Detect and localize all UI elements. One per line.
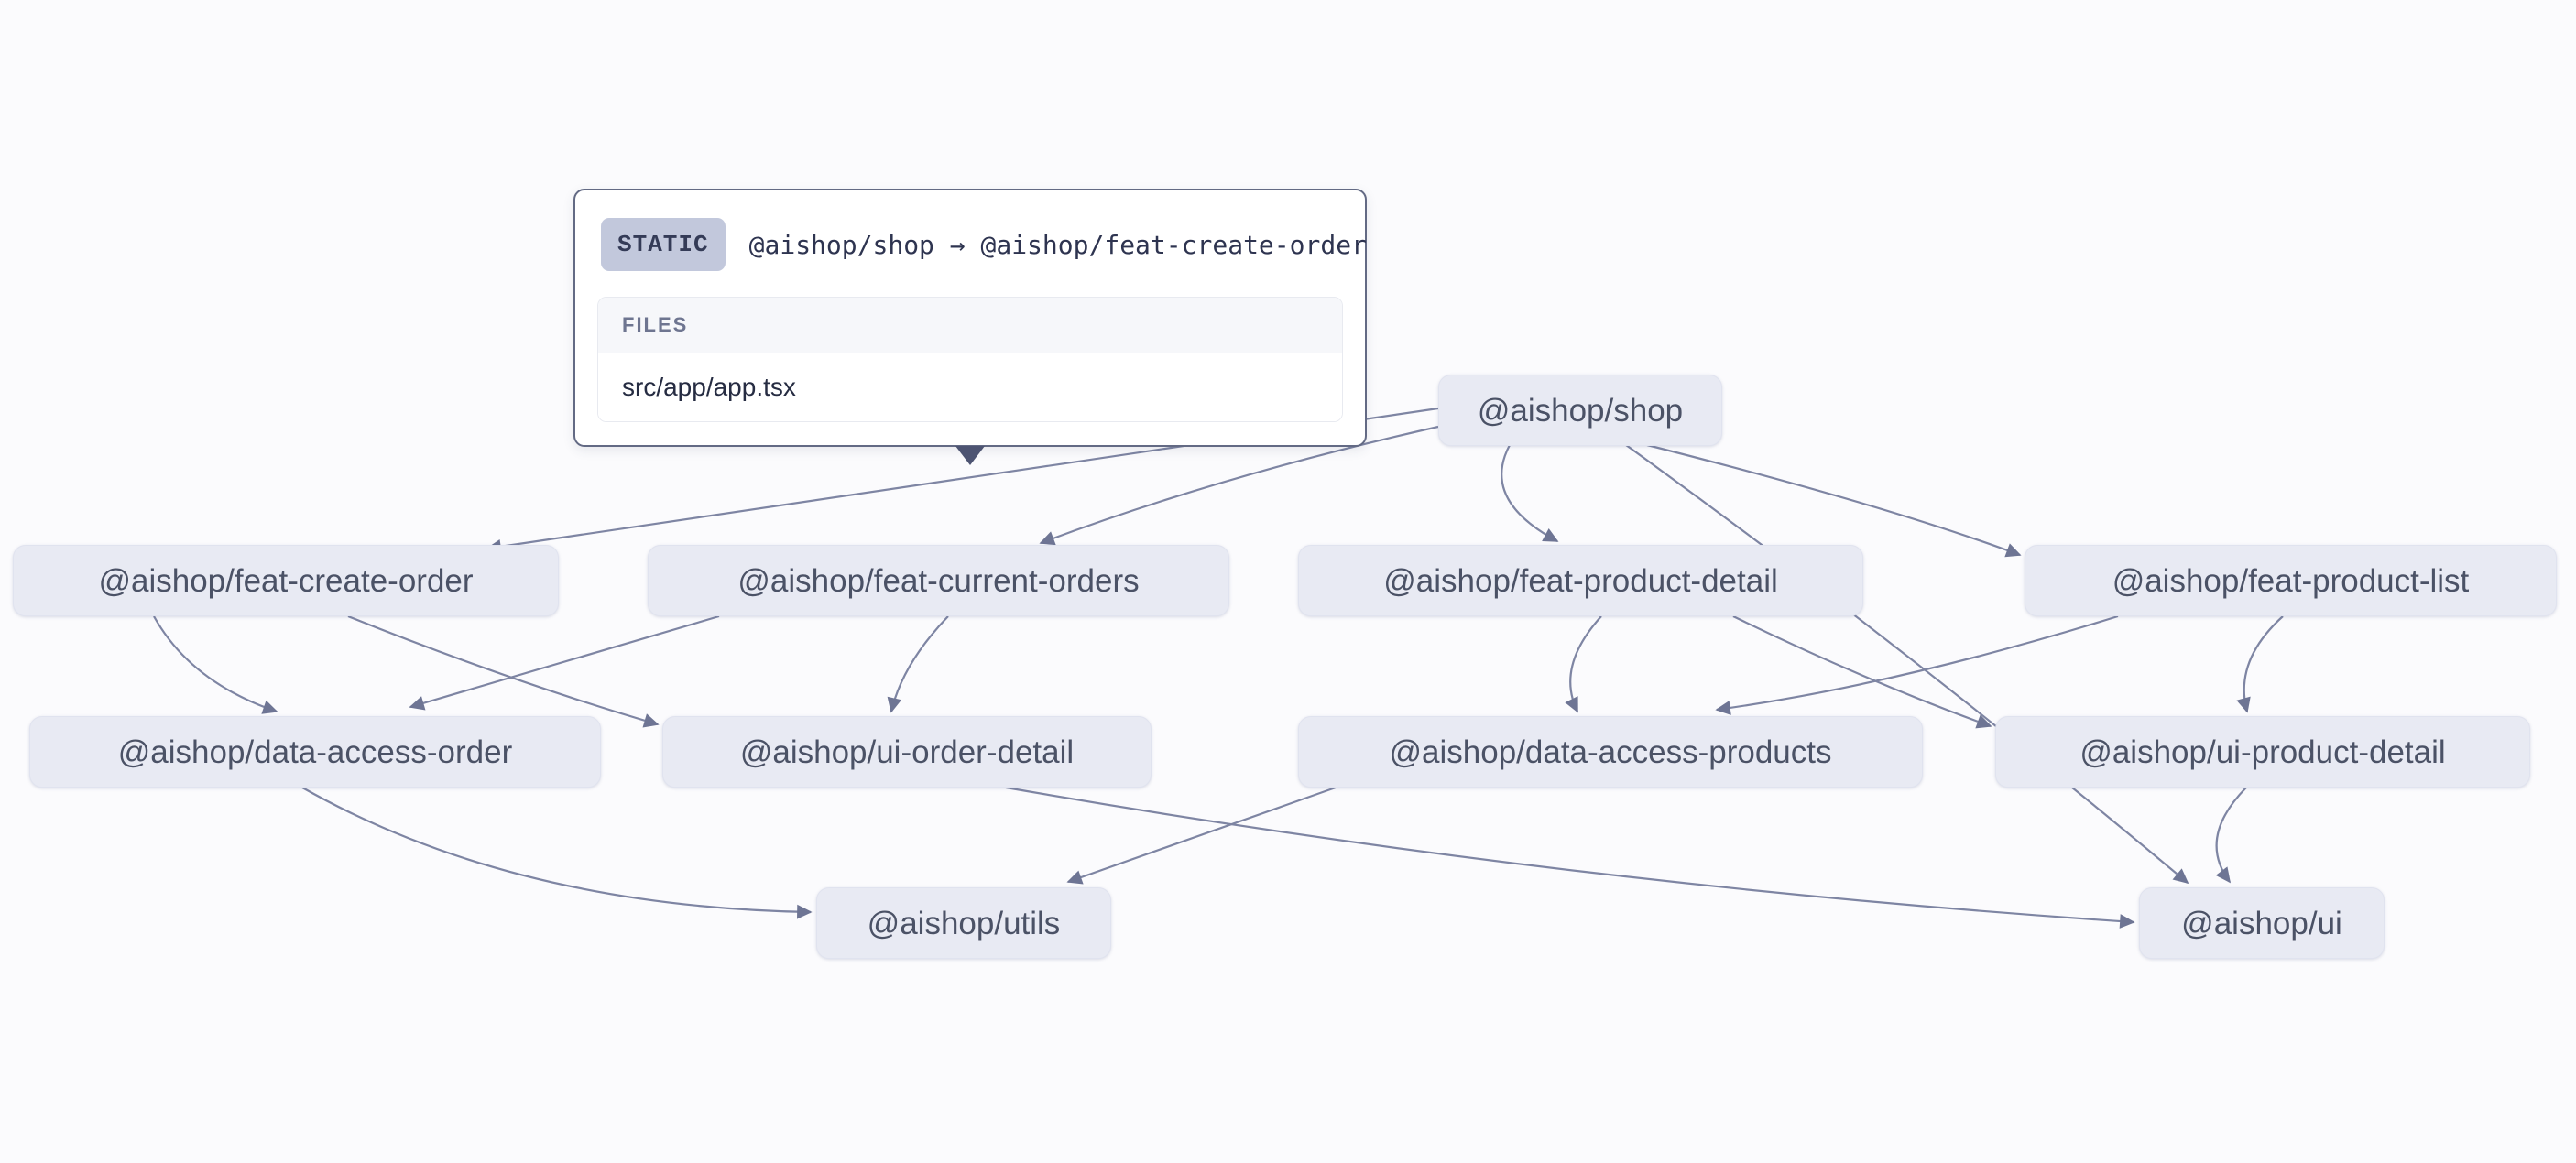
files-box: FILES src/app/app.tsx bbox=[597, 297, 1343, 422]
edge-feat-current-orders-to-ui-order-detail[interactable] bbox=[887, 615, 949, 713]
edge-shop-to-feat-product-list[interactable] bbox=[1646, 443, 2022, 558]
node-feat-create-order[interactable]: @aishop/feat-create-order bbox=[13, 545, 559, 616]
node-data-access-order[interactable]: @aishop/data-access-order bbox=[29, 716, 601, 788]
node-ui-order-detail[interactable]: @aishop/ui-order-detail bbox=[662, 716, 1152, 788]
edge-label-text: @aishop/shop → @aishop/feat-create-order bbox=[748, 229, 1367, 260]
file-list-item[interactable]: src/app/app.tsx bbox=[598, 353, 1342, 421]
edge-data-access-order-to-utils[interactable] bbox=[301, 787, 813, 919]
node-shop[interactable]: @aishop/shop bbox=[1438, 375, 1722, 446]
edge-feat-product-list-to-ui-product-detail[interactable] bbox=[2236, 615, 2284, 713]
edge-feat-product-detail-to-data-access-products[interactable] bbox=[1565, 615, 1602, 713]
edge-feat-product-list-to-data-access-products[interactable] bbox=[1715, 614, 2119, 715]
edge-feat-create-order-to-ui-order-detail[interactable] bbox=[347, 614, 660, 728]
node-feat-product-list[interactable]: @aishop/feat-product-list bbox=[2025, 545, 2557, 616]
tooltip-header: STATIC @aishop/shop → @aishop/feat-creat… bbox=[601, 218, 1367, 271]
node-ui-product-detail[interactable]: @aishop/ui-product-detail bbox=[1995, 716, 2530, 788]
edge-feat-product-detail-to-ui-product-detail[interactable] bbox=[1732, 615, 1992, 729]
tooltip-caret-icon bbox=[955, 446, 985, 465]
edge-tooltip: STATIC @aishop/shop → @aishop/feat-creat… bbox=[573, 189, 1367, 447]
files-heading: FILES bbox=[598, 298, 1342, 353]
edge-shop-to-feat-current-orders[interactable] bbox=[1039, 425, 1439, 546]
edge-shop-to-feat-product-detail[interactable] bbox=[1501, 444, 1559, 542]
edge-type-badge: STATIC bbox=[601, 218, 726, 271]
node-feat-current-orders[interactable]: @aishop/feat-current-orders bbox=[648, 545, 1229, 616]
node-ui[interactable]: @aishop/ui bbox=[2139, 887, 2385, 959]
node-feat-product-detail[interactable]: @aishop/feat-product-detail bbox=[1298, 545, 1863, 616]
node-data-access-products[interactable]: @aishop/data-access-products bbox=[1298, 716, 1923, 788]
edge-shop-to-ui[interactable] bbox=[1625, 444, 2189, 885]
edge-data-access-products-to-utils[interactable] bbox=[1066, 786, 1337, 885]
edge-feat-create-order-to-data-access-order[interactable] bbox=[153, 615, 278, 714]
edge-ui-order-detail-to-ui[interactable] bbox=[1005, 786, 2135, 929]
edge-ui-product-detail-to-ui[interactable] bbox=[2215, 787, 2247, 884]
node-utils[interactable]: @aishop/utils bbox=[816, 887, 1111, 959]
edge-feat-current-orders-to-data-access-order[interactable] bbox=[409, 614, 720, 711]
